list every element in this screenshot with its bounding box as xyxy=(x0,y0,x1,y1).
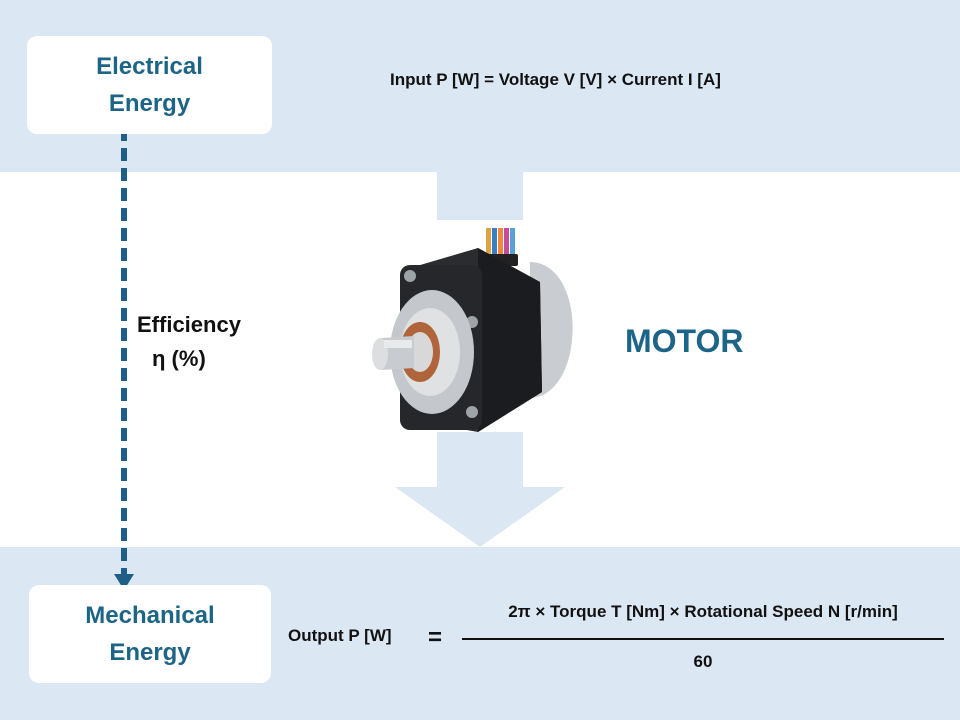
mechanical-energy-line2: Energy xyxy=(109,639,191,666)
mechanical-energy-box: Mechanical Energy xyxy=(29,585,271,683)
efficiency-line2: η (%) xyxy=(152,346,206,371)
output-formula-denominator: 60 xyxy=(693,652,713,671)
electrical-energy-line1: Electrical xyxy=(96,53,203,80)
output-power-label: Output P [W] xyxy=(288,626,392,645)
electrical-energy-line2: Energy xyxy=(108,90,191,117)
motor-label: MOTOR xyxy=(625,323,744,359)
input-power-formula: Input P [W] = Voltage V [V] × Current I … xyxy=(390,70,721,89)
flow-arrow-upper xyxy=(437,172,523,220)
motor-illustration xyxy=(372,228,573,432)
screw-1 xyxy=(404,270,416,282)
mechanical-energy-line1: Mechanical xyxy=(85,602,215,629)
output-formula-numerator: 2π × Torque T [Nm] × Rotational Speed N … xyxy=(508,602,898,621)
equals-sign: = xyxy=(428,624,443,651)
screw-3 xyxy=(466,406,478,418)
efficiency-line1: Efficiency xyxy=(137,312,241,337)
flow-arrow-lower xyxy=(395,432,565,547)
fraction-line xyxy=(462,638,944,640)
shaft-flat xyxy=(384,340,412,348)
motor-body-side xyxy=(478,248,542,432)
electrical-energy-box: Electrical Energy xyxy=(27,36,272,134)
efficiency-label: Efficiency η (%) xyxy=(137,308,241,376)
efficiency-arrowhead xyxy=(114,574,134,590)
